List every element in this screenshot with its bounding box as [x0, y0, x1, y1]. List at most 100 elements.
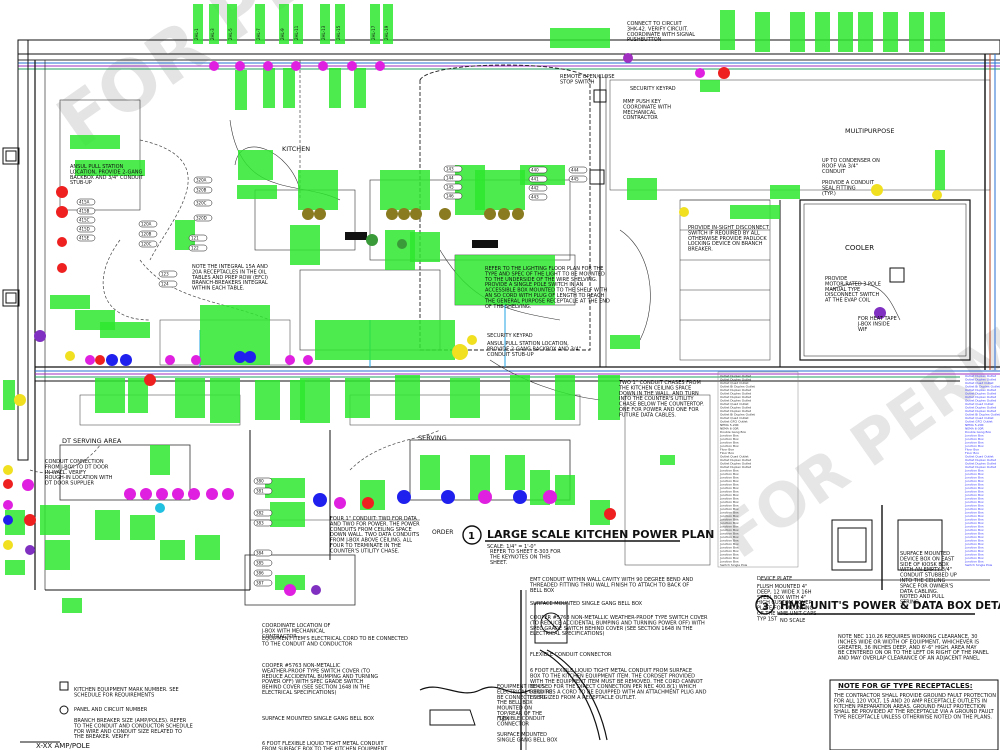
schedule-row: Switch Single Pole [720, 563, 747, 567]
schedule-row: Junction Box [719, 444, 739, 448]
equipment-tag-box [188, 234, 208, 242]
schedule-row: Outlet Duplex Outlet [720, 378, 752, 382]
circuit-label: 2HL-9 [280, 28, 285, 40]
schedule-row: Junction Box [719, 497, 739, 501]
equipment-tag: 144 [446, 176, 454, 181]
schedule-row: Outlet GFCI Outlet [720, 420, 748, 424]
schedule-row: Junction Box [719, 486, 739, 490]
schedule-row-right: Junction Box [964, 469, 984, 473]
schedule-row-right: Outlet Duplex Outlet [965, 465, 997, 469]
annotation-text-layer: LARGE SCALE KITCHEN POWER PLAN 1 SCALE: … [36, 21, 1000, 750]
note-lighting: REFER TO THE LIGHTING FLOOR PLAN FOR THE… [484, 266, 610, 310]
schedule-row-right: Floor Box [965, 448, 979, 452]
equipment-tag-box [76, 198, 96, 206]
schedule-row-right: Junction Box [964, 472, 984, 476]
schedule-row-right: Junction Box [964, 476, 984, 480]
circuit-label: 2HL-5 [228, 28, 233, 40]
equipment-tag: 415E [79, 236, 90, 241]
detail-number: 3 [762, 602, 769, 613]
schedule-row-right: Junction Box [964, 521, 984, 525]
schedule-row: Junction Box [719, 483, 739, 487]
circuit-label: 2HL-19 [384, 25, 389, 40]
room-order: ORDER [432, 529, 453, 536]
schedule-row: Outlet Quad Outlet [720, 402, 749, 406]
schedule-row: Outlet Quad Outlet [720, 455, 749, 459]
legend-symbols [20, 681, 69, 743]
note-flex: FLEXIBLE CONDUIT CONNECTOR [530, 652, 612, 658]
schedule-row-right: Outlet Duplex Outlet [965, 406, 997, 410]
schedule-row-right: Junction Box [964, 483, 984, 487]
schedule-row: Junction Box [719, 437, 739, 441]
plan-title: LARGE SCALE KITCHEN POWER PLAN [487, 528, 714, 541]
schedule-row-right: Junction Box [964, 525, 984, 529]
equipment-tag: 380 [256, 479, 264, 484]
schedule-row-right: Junction Box [964, 549, 984, 553]
equipment-tag-box [568, 166, 588, 174]
equipment-tag: 415C [79, 218, 90, 223]
note-flex6-left: 6 FOOT FLEXIBLE LIQUID TIGHT METAL CONDU… [262, 741, 398, 750]
schedule-row: Outlet Duplex Outlet [720, 462, 752, 466]
note-security-2: SECURITY KEYPAD [487, 333, 533, 339]
schedule-row: Floor Box [720, 448, 734, 452]
schedule-row: Junction Box [719, 514, 739, 518]
schedule-row-right: Junction Box [964, 479, 984, 483]
schedule-row-right: Junction Box [964, 560, 984, 564]
circuit-label: 2HL-13 [321, 25, 326, 40]
equipment-tag: 383 [256, 521, 264, 526]
circuit-label: 2HL-15 [336, 25, 341, 40]
equipment-tag-box [193, 214, 213, 222]
schedule-row: Outlet Duplex Outlet [720, 388, 752, 392]
equipment-tag-box [443, 165, 463, 173]
equipment-tag-box [138, 220, 158, 228]
schedule-row: Outlet Duplex Outlet [720, 409, 752, 413]
schedule-row-right: Outlet Duplex Outlet [965, 378, 997, 382]
equipment-tag: 444 [571, 168, 579, 173]
equipment-tag-box [193, 199, 213, 207]
schedule-row: Junction Box [719, 521, 739, 525]
equipment-tag: 415B [79, 209, 90, 214]
schedule-row: Junction Box [719, 539, 739, 543]
equipment-tag-box [528, 193, 548, 201]
schedule-row-right: Junction Box [964, 437, 984, 441]
equipment-tag: 415A [79, 200, 90, 205]
schedule-row: Junction Box [719, 434, 739, 438]
equipment-tag: 120C [141, 242, 152, 247]
schedule-row: Outlet Duplex Outlet [720, 458, 752, 462]
equipment-tag-box [253, 477, 273, 485]
schedule-row-right: Junction Box [964, 528, 984, 532]
schedule-row-right: Junction Box [964, 500, 984, 504]
detail-title: HME UNIT'S POWER & DATA BOX DETAIL [780, 600, 1000, 612]
schedule-row: Junction Box [719, 553, 739, 557]
equipment-labels: 415A415B415C415D415E120A120B120C12112212… [76, 25, 588, 587]
equipment-tag: 123 [161, 272, 169, 277]
schedule-row: Junction Box [719, 511, 739, 515]
equipment-tag: 124 [161, 282, 169, 287]
legend-amp-pole: X-XX AMP/POLE [36, 742, 90, 750]
note-surface-box: SURFACE MOUNTED SINGLE GANG BELL BOX [530, 601, 643, 607]
schedule-row: Outlet Duplex Outlet [720, 399, 752, 403]
schedule-row: Junction Box [719, 560, 739, 564]
equipment-tag-box [443, 192, 463, 200]
schedule-row-right: Outlet Duplex Outlet [965, 392, 997, 396]
schedule-row-right: Junction Box [964, 511, 984, 515]
schedule-row: Junction Box [719, 472, 739, 476]
schedule-row-right: Junction Box [964, 490, 984, 494]
equipment-tag: 120B [141, 232, 152, 237]
schedule-row: Outlet Duplex Outlet [720, 465, 752, 469]
equipment-tag-box [193, 176, 213, 184]
bell-box-detail [419, 590, 608, 750]
